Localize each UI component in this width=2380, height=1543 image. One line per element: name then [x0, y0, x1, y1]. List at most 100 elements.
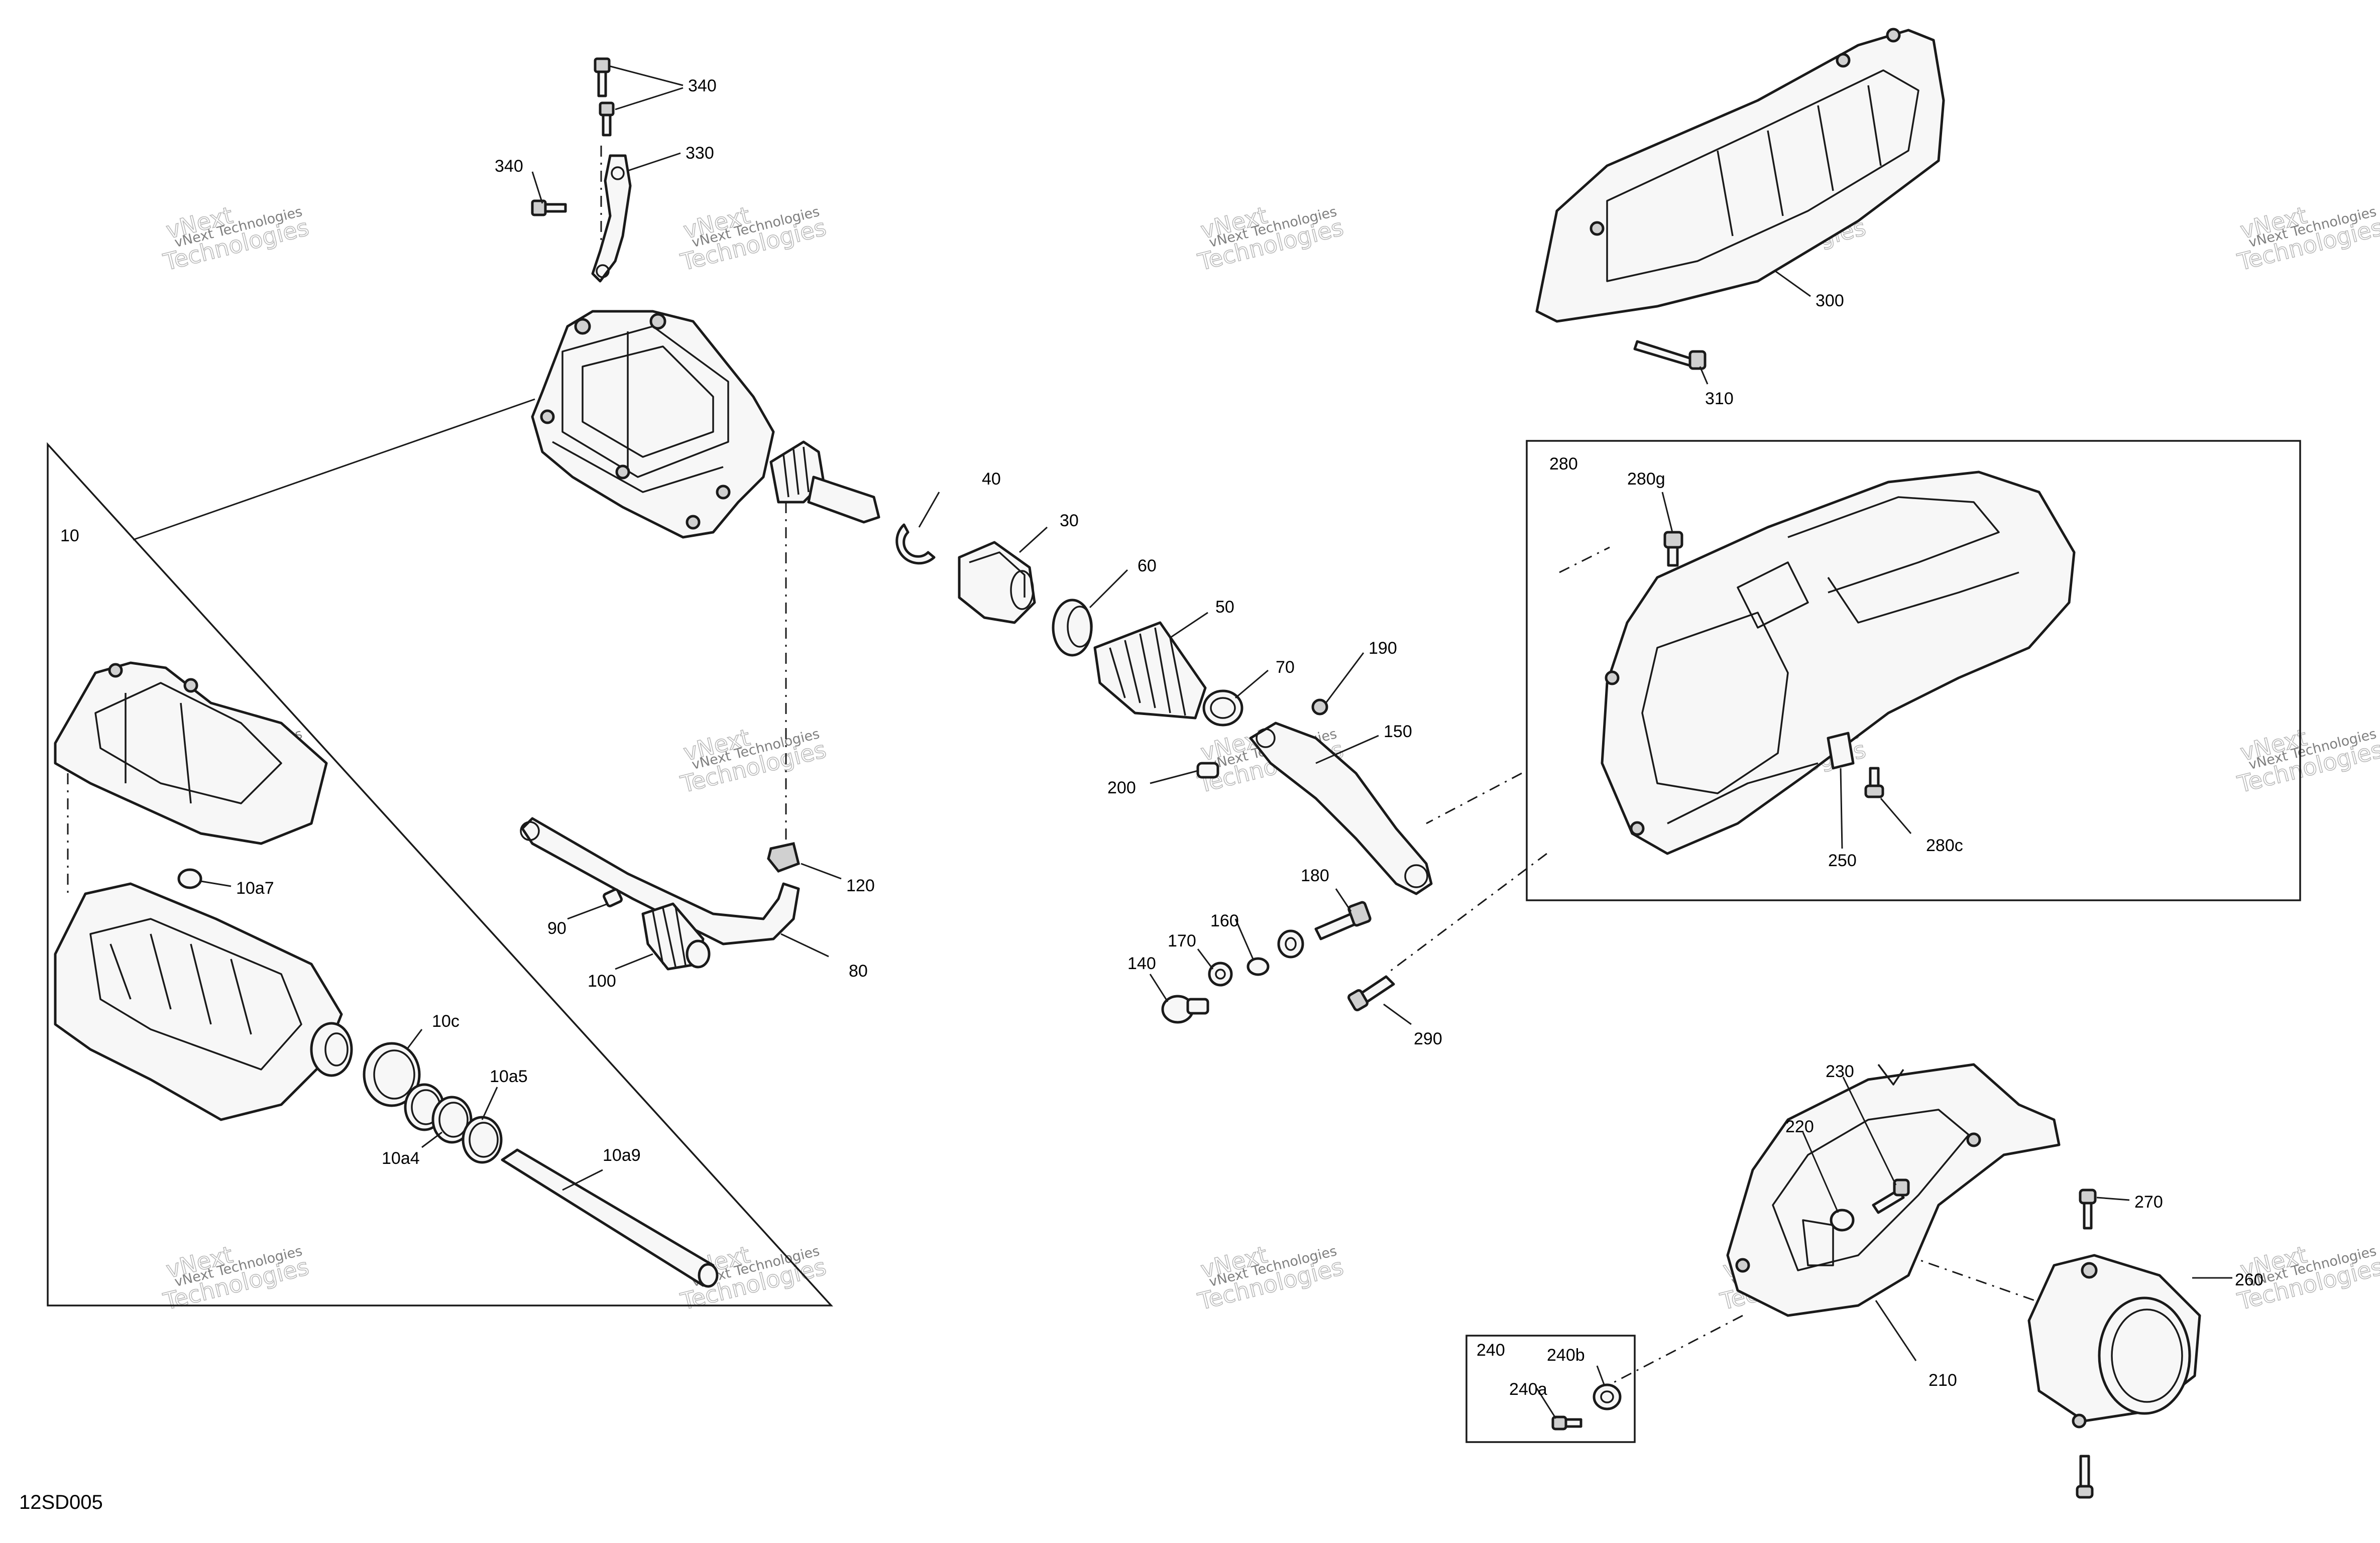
clamp-70 [1202, 689, 1243, 727]
callout-160: 160 [1210, 911, 1239, 930]
leader-80 [780, 933, 829, 958]
nut-30 [958, 541, 1036, 624]
leader-220 [1802, 1132, 1839, 1213]
callout-240b: 240b [1547, 1346, 1585, 1365]
stud-250 [1827, 732, 1855, 770]
callout-200: 200 [1107, 778, 1136, 797]
callout-240a: 240a [1509, 1380, 1547, 1399]
leader-120 [801, 863, 842, 880]
watermark: vNext Technologies vNext Technologies [677, 201, 829, 276]
diagram-code: 12SD005 [19, 1491, 103, 1513]
leader-90 [567, 903, 608, 920]
callout-240: 240 [1477, 1341, 1505, 1360]
leader-10a9 [562, 1169, 603, 1191]
bolt-340 [531, 57, 615, 216]
callout-190: 190 [1369, 639, 1397, 658]
leader-100 [615, 953, 653, 970]
leader-70 [1235, 669, 1269, 699]
seal-10c [363, 1042, 421, 1107]
leader-10c [406, 1029, 423, 1050]
stud-260-bottom [2076, 1455, 2094, 1499]
callout-30: 30 [1060, 511, 1079, 530]
leader-200 [1150, 770, 1198, 784]
washer-160 [1246, 957, 1270, 976]
bolt-270 [2079, 1189, 2097, 1230]
lever-330 [591, 154, 632, 283]
leader-240a [1536, 1388, 1557, 1419]
parts [54, 28, 2201, 1499]
exploded-housing [54, 882, 353, 1121]
bolt-230 [1872, 1178, 1910, 1214]
callout-100: 100 [588, 972, 616, 991]
watermark: vNext Technologies vNext Technologies [677, 723, 829, 798]
leader-lines [200, 65, 2232, 1419]
leader-300 [1775, 270, 1811, 297]
bushing-240b [1593, 1383, 1622, 1410]
callout-50: 50 [1215, 598, 1234, 617]
bushing-220 [1830, 1209, 1855, 1232]
ring-60 [1052, 599, 1093, 657]
leader-270 [2096, 1197, 2130, 1201]
callout-70: 70 [1276, 658, 1295, 677]
callout-310: 310 [1705, 389, 1734, 408]
callout-labels: 340 340 330 300 310 280 280g 280c 250 40… [60, 76, 2263, 1399]
leader-280g [1661, 492, 1673, 533]
callout-330: 330 [686, 144, 714, 163]
assembly-box-240 [1465, 1335, 1636, 1443]
shaft-10a9 [501, 1148, 719, 1288]
leader-180 [1335, 888, 1352, 912]
callout-290: 290 [1414, 1029, 1442, 1048]
leader-290 [1383, 1003, 1412, 1025]
bolt-280c [1864, 767, 1884, 798]
arm-150 [1249, 722, 1433, 895]
callout-10: 10 [60, 526, 79, 545]
alignment-line [1559, 546, 1610, 573]
ring-10a7 [177, 868, 202, 889]
bolt-140 [1161, 995, 1209, 1024]
callout-80: 80 [849, 962, 868, 981]
alignment-line [1426, 772, 1522, 824]
callout-270: 270 [2134, 1193, 2163, 1212]
clip-40 [895, 523, 936, 565]
callout-150: 150 [1384, 722, 1412, 741]
exploded-cover [54, 661, 328, 845]
leader-240b [1596, 1365, 1606, 1386]
callout-40: 40 [982, 469, 1001, 489]
callout-10a5: 10a5 [490, 1067, 528, 1086]
boot-100 [641, 902, 711, 971]
heat-shield-300 [1535, 28, 1945, 323]
leader-160 [1234, 918, 1254, 960]
bolt-240a [1551, 1415, 1582, 1431]
leader-170 [1197, 948, 1214, 970]
callout-60: 60 [1138, 556, 1157, 575]
stud-290 [1347, 975, 1395, 1012]
leader-10a4 [421, 1131, 442, 1148]
callout-230: 230 [1826, 1062, 1854, 1081]
leader-50 [1170, 612, 1208, 639]
callout-220: 220 [1785, 1117, 1814, 1136]
callout-10c: 10c [432, 1012, 460, 1031]
washer-170 [1208, 962, 1233, 987]
leader-30 [1018, 526, 1048, 553]
detail-leader-10 [133, 398, 535, 541]
leader-60 [1089, 569, 1128, 609]
watermark: vNext Technologies vNext Technologies [160, 1240, 312, 1316]
alignment-line [1607, 1315, 1743, 1387]
watermark: vNext Technologies vNext Technologies [2234, 723, 2380, 798]
callout-10a4: 10a4 [382, 1149, 420, 1168]
callout-10a7: 10a7 [236, 879, 274, 898]
leader-190 [1325, 652, 1365, 703]
callout-280c: 280c [1926, 836, 1963, 855]
assembly-box-280 [1526, 440, 2301, 901]
watermark: vNext Technologies vNext Technologies [160, 201, 312, 276]
callout-10a9: 10a9 [603, 1146, 641, 1165]
callout-260: 260 [2235, 1270, 2263, 1289]
watermark: vNext Technologies vNext Technologies [2234, 1240, 2380, 1316]
bolt-280g [1663, 531, 1683, 567]
leader-210 [1875, 1300, 1917, 1361]
leader-250 [1840, 768, 1843, 849]
watermark: vNext Technologies vNext Technologies [2234, 201, 2380, 276]
callout-180: 180 [1301, 866, 1329, 885]
leader-310 [1699, 366, 1709, 385]
